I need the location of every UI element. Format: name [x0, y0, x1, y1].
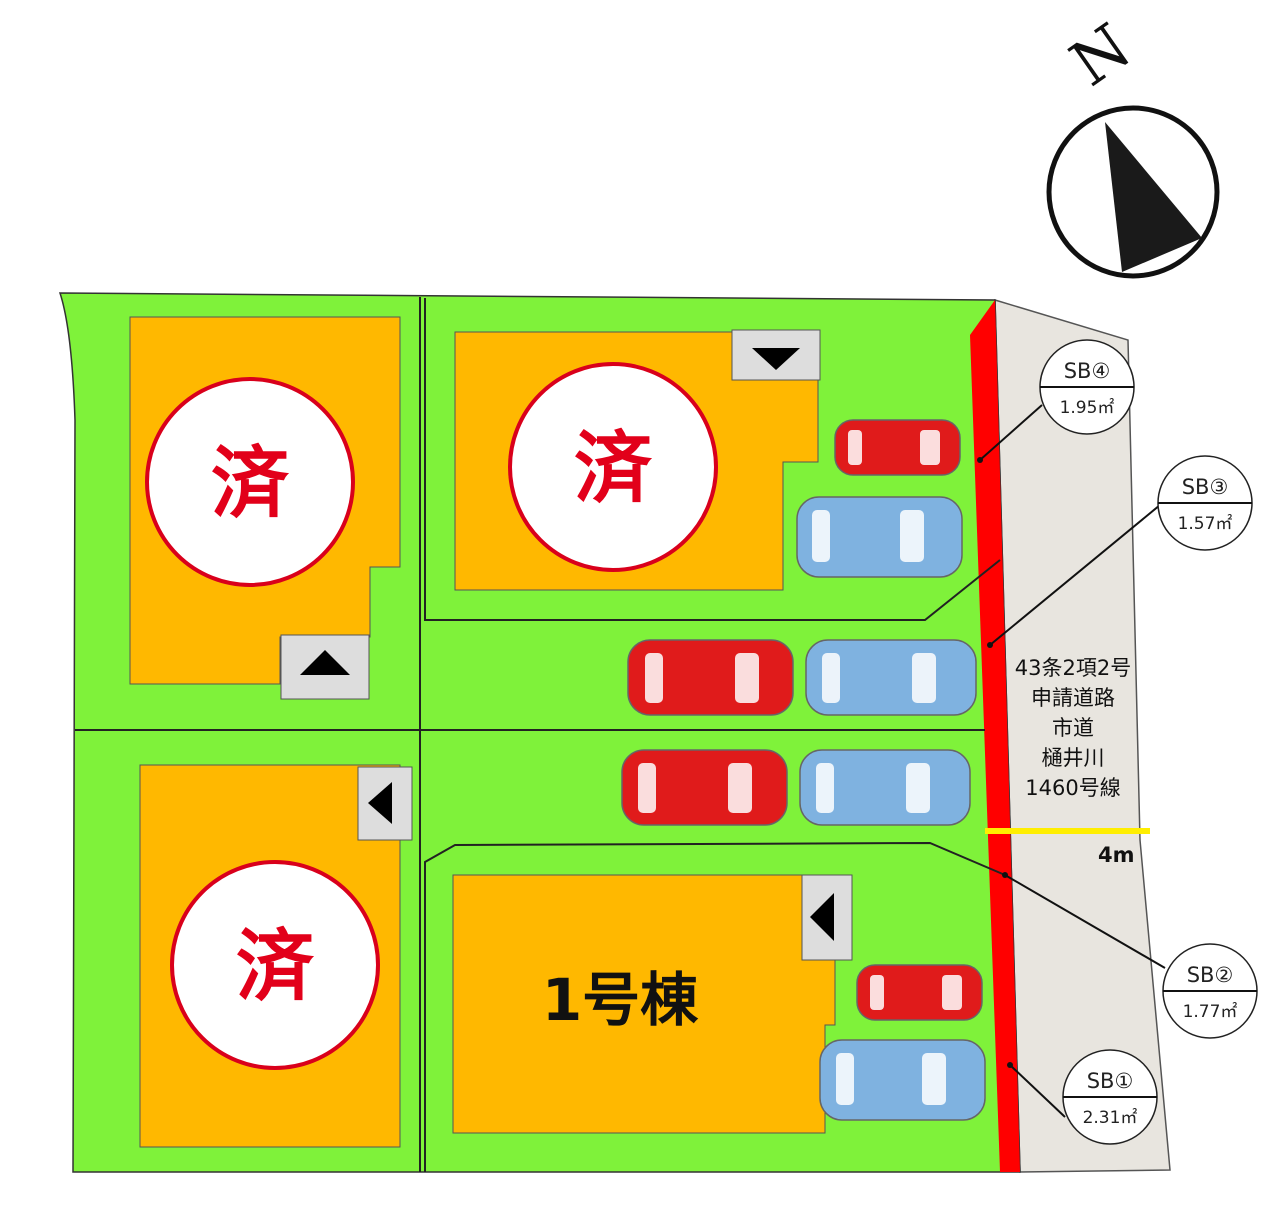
sold-marker: 済: [508, 362, 718, 572]
svg-text:済: 済: [574, 424, 653, 514]
lot-boundaries: [75, 297, 1006, 1172]
setback-badge-4: SB④ 1.95㎡: [1039, 339, 1135, 435]
svg-text:済: 済: [211, 439, 290, 529]
road-description: 43条2項2号 申請道路 市道 樋井川 1460号線: [1015, 656, 1131, 800]
svg-text:SB③: SB③: [1182, 475, 1229, 499]
svg-text:市道: 市道: [1052, 716, 1094, 740]
entrance-arrow-down-icon: [731, 329, 821, 381]
car-windows: [638, 430, 962, 1105]
building-label: 1号棟: [542, 966, 699, 1034]
svg-text:申請道路: 申請道路: [1031, 686, 1115, 710]
svg-text:SB②: SB②: [1187, 963, 1234, 987]
road-width-label: 4m: [1098, 843, 1135, 867]
sold-marker: 済: [170, 860, 380, 1070]
svg-text:済: 済: [236, 922, 315, 1012]
svg-text:1.77㎡: 1.77㎡: [1183, 1002, 1238, 1022]
svg-text:樋井川: 樋井川: [1042, 746, 1105, 770]
svg-text:43条2項2号: 43条2項2号: [1015, 656, 1131, 680]
setback-badge-2: SB② 1.77㎡: [1162, 943, 1258, 1039]
setback-badge-3: SB③ 1.57㎡: [1157, 455, 1253, 551]
north-label: N: [1057, 9, 1143, 100]
entrance-arrow-left-icon: [357, 766, 413, 841]
svg-text:1460号線: 1460号線: [1025, 776, 1120, 800]
setback-strip: [970, 300, 1020, 1172]
svg-text:SB④: SB④: [1064, 359, 1111, 383]
north-compass: N: [1046, 9, 1220, 279]
setback-leaders: [979, 404, 1166, 1118]
entrance-arrow-up-icon: [280, 634, 370, 700]
svg-text:SB①: SB①: [1087, 1069, 1134, 1093]
setback-badge-1: SB① 2.31㎡: [1062, 1049, 1158, 1145]
svg-text:1.57㎡: 1.57㎡: [1178, 514, 1233, 534]
compass-needle: [1105, 122, 1202, 272]
sold-marker: 済: [145, 377, 355, 587]
svg-text:1.95㎡: 1.95㎡: [1060, 398, 1115, 418]
svg-text:2.31㎡: 2.31㎡: [1083, 1108, 1138, 1128]
entrance-arrow-left-icon: [801, 874, 853, 961]
